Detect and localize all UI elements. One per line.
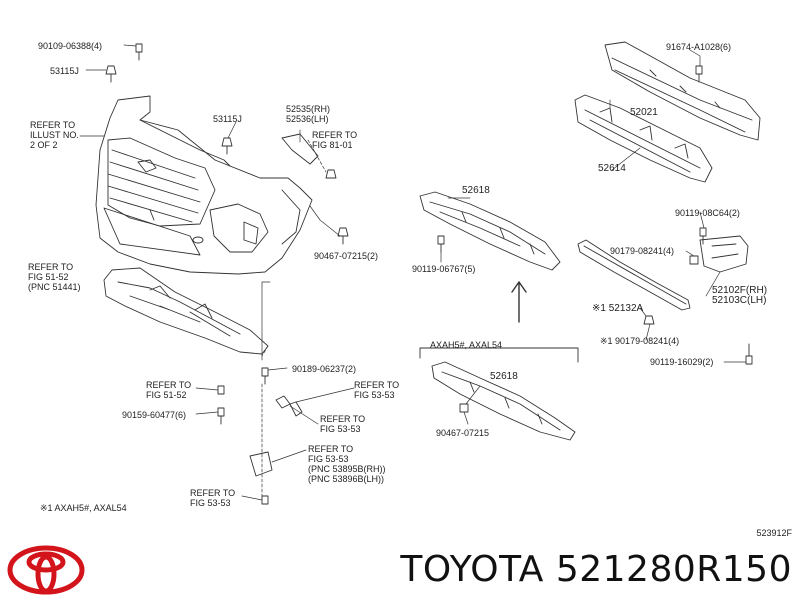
label-lower-guard-top: 52618: [462, 185, 490, 196]
label-bracket-right: 52102F(RH) 52103C(LH): [712, 285, 768, 306]
bumper-cover: [95, 95, 313, 275]
label-bolt-guard: 90119-06767(5): [412, 264, 476, 274]
label-refer-fig53-c: REFER TO FIG 53-53 (PNC 53895B(RH)) (PNC…: [308, 444, 386, 484]
fasteners: [105, 43, 753, 505]
energy-absorber: [574, 94, 713, 183]
label-refer-illust: REFER TO ILLUST NO. 2 OF 2: [30, 120, 79, 150]
label-refer-fig51-52: REFER TO FIG 51-52: [146, 380, 192, 400]
label-refer-fig53-a: REFER TO FIG 53-53: [354, 380, 400, 400]
label-bolt-top: 90109-06388(4): [38, 41, 103, 51]
lower-absorber-left: [103, 267, 269, 355]
small-bracket-52535: [281, 133, 319, 165]
label-screw-lower: 90189-06237(2): [292, 364, 357, 374]
toyota-logo-icon: [7, 545, 85, 595]
label-refer-fig53-d: REFER TO FIG 53-53: [190, 488, 236, 508]
label-bolt-right-a: 90119-08C64(2): [675, 208, 740, 218]
side-bracket: [699, 235, 749, 273]
label-refer-fig51-top: REFER TO FIG 51-52 (PNC 51441): [28, 262, 81, 292]
leader-lines: [79, 44, 747, 501]
label-bracket-rh: 52535(RH) 52536(LH): [286, 104, 331, 124]
label-lower-guard-bottom: 52618: [490, 371, 518, 382]
lower-guard-lower: [431, 361, 576, 441]
label-screw-bottom: 90467-07215: [436, 428, 490, 438]
lower-guard-upper: [419, 191, 561, 271]
label-bolt-reinf-top: 91674-A1028(6): [666, 42, 732, 52]
label-refer-fig81: REFER TO FIG 81-01: [312, 130, 358, 150]
bumper-brace: [577, 239, 691, 311]
label-clip-top: 53115J: [50, 66, 79, 76]
variant-box-frame: [419, 347, 579, 363]
label-bolt-right-b: 90179-08241(4): [610, 246, 675, 256]
label-reinforcement: 52021: [630, 107, 658, 118]
diagram-code: 523912F: [756, 528, 792, 538]
footnote: ※1 AXAH5#, AXAL54: [40, 503, 127, 513]
label-refer-fig53-b: REFER TO FIG 53-53: [320, 414, 366, 434]
bumper-reinforcement: [604, 41, 761, 141]
label-screw-grille: 90467-07215(2): [314, 251, 379, 261]
label-variant-box: AXAH5#, AXAL54: [430, 340, 503, 350]
label-absorber: 52614: [598, 163, 626, 174]
label-bolt-right-d: 90119-16029(2): [650, 357, 714, 367]
label-bolt-right-c: ※1 90179-08241(4): [600, 336, 680, 346]
label-bolt-lower-left: 90159-60477(6): [122, 410, 187, 420]
label-brace: ※1 52132A: [592, 303, 644, 314]
label-clip-mid: 53115J: [213, 114, 242, 124]
product-title: TOYOTA 521280R150: [400, 549, 792, 590]
